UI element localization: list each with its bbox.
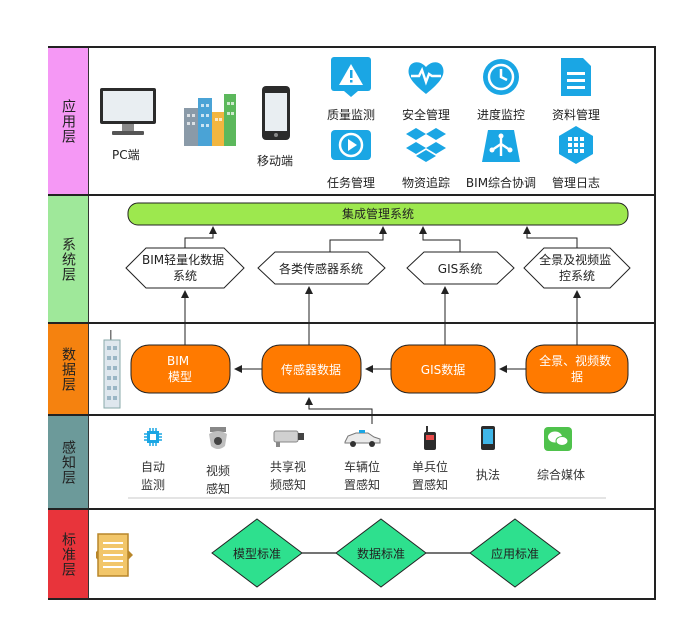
data-node-panorama [525, 344, 629, 394]
connector-gis-to-bar [419, 226, 461, 252]
pc-label: PC端 [112, 148, 140, 162]
task-play-icon [331, 130, 371, 160]
sense-layer-label: 感知层 [48, 416, 89, 508]
std-diamond-app [469, 518, 561, 588]
cctv-camera-icon [273, 430, 304, 447]
integration-bar [127, 202, 629, 226]
sense-item-label: 共享视 频感知 [269, 460, 306, 492]
std-layer-text: 标准层 [60, 531, 76, 577]
std-label: 数据标准 [357, 546, 405, 561]
mobile-label: 移动端 [257, 154, 294, 168]
app-layer-text: 应用层 [60, 98, 76, 144]
progress-clock-icon [483, 59, 519, 95]
std-diamond-data [335, 518, 427, 588]
data-node-bim [130, 344, 231, 394]
sense-item-label: 执法 [475, 468, 500, 482]
integration-bar-label: 集成管理系统 [342, 206, 414, 221]
data-node-line: 全景、视频数 [539, 353, 611, 368]
app-layer-label: 应用层 [48, 48, 89, 194]
sense-item-label: 自动 监测 [140, 460, 165, 492]
walkie-talkie-icon [424, 426, 436, 450]
data-layer-label: 数据层 [48, 324, 89, 414]
sys-hexagon-gis [406, 251, 515, 285]
sys-layer-text: 系统层 [60, 236, 76, 282]
app-item-label: 进度监控 [476, 108, 525, 122]
connector-pano-to-bar [523, 226, 578, 248]
quality-monitor-icon [331, 57, 371, 97]
app-item-label: 质量监测 [326, 108, 375, 122]
pc-monitor-icon [100, 88, 156, 135]
connector-sense-to-sensor-data [305, 397, 373, 424]
sys-hexagon-panorama [523, 247, 631, 289]
sys-label-sensor: 各类传感器系统 [279, 261, 363, 276]
sys-label-bim: BIM轻量化数据 系统 [142, 252, 228, 283]
sense-item-label: 单兵位 置感知 [411, 460, 448, 492]
app-item-label: 任务管理 [326, 176, 375, 190]
material-boxes-icon [406, 128, 446, 162]
sense-layer-text: 感知层 [60, 439, 76, 485]
connector-bim-to-bar [184, 226, 217, 248]
log-grid-icon [559, 126, 593, 164]
sense-item-label: 综合媒体 [536, 468, 585, 482]
sys-label-gis: GIS系统 [438, 262, 482, 276]
sys-label-line: 控系统 [559, 269, 595, 283]
police-car-icon [344, 430, 381, 447]
sys-hexagon-sensor [257, 251, 386, 285]
sense-item-label: 视频 感知 [205, 464, 230, 496]
sense-item-label: 车辆位 置感知 [343, 460, 380, 492]
std-layer-label: 标准层 [48, 510, 89, 598]
std-label: 模型标准 [233, 547, 281, 561]
data-layer-text: 数据层 [60, 346, 76, 392]
sys-label-line: BIM轻量化数据 [142, 252, 224, 267]
data-node-line: BIM [167, 354, 189, 368]
sys-layer-label: 系统层 [48, 196, 89, 322]
dome-camera-icon [209, 427, 227, 449]
chip-sensor-icon [144, 428, 162, 446]
document-icon [561, 58, 591, 96]
data-node-label-bim: BIM 模型 [167, 354, 193, 384]
buildings-icon [184, 94, 236, 146]
std-diamond-model [211, 518, 303, 588]
sys-label-panorama: 全景及视频监 控系统 [539, 252, 615, 283]
sys-label-line: 系统 [173, 269, 197, 283]
app-item-label: 物资追踪 [401, 176, 450, 190]
safety-heart-icon [408, 62, 444, 94]
data-node-line: 模型 [168, 370, 192, 384]
data-node-label-sensor: 传感器数据 [281, 362, 341, 377]
sys-label-line: 全景及视频监 [539, 252, 611, 267]
standards-document-icon [96, 533, 133, 577]
connector-sensor-to-bar [329, 226, 387, 252]
std-label: 应用标准 [491, 546, 539, 561]
wechat-icon [544, 427, 572, 451]
enforcement-device-icon [481, 426, 495, 450]
app-item-label: 管理日志 [551, 176, 600, 190]
data-node-line: 据 [571, 370, 583, 384]
bim-coordination-icon [482, 130, 520, 162]
app-item-label: 安全管理 [401, 108, 450, 122]
mobile-phone-icon [262, 86, 290, 140]
data-node-label-gis: GIS数据 [421, 362, 465, 377]
app-item-label: BIM综合协调 [465, 176, 537, 190]
sys-hexagon-bim [125, 247, 245, 289]
data-node-label-panorama: 全景、视频数 据 [539, 353, 615, 384]
app-item-label: 资料管理 [551, 108, 600, 122]
tower-building-icon [103, 330, 121, 409]
